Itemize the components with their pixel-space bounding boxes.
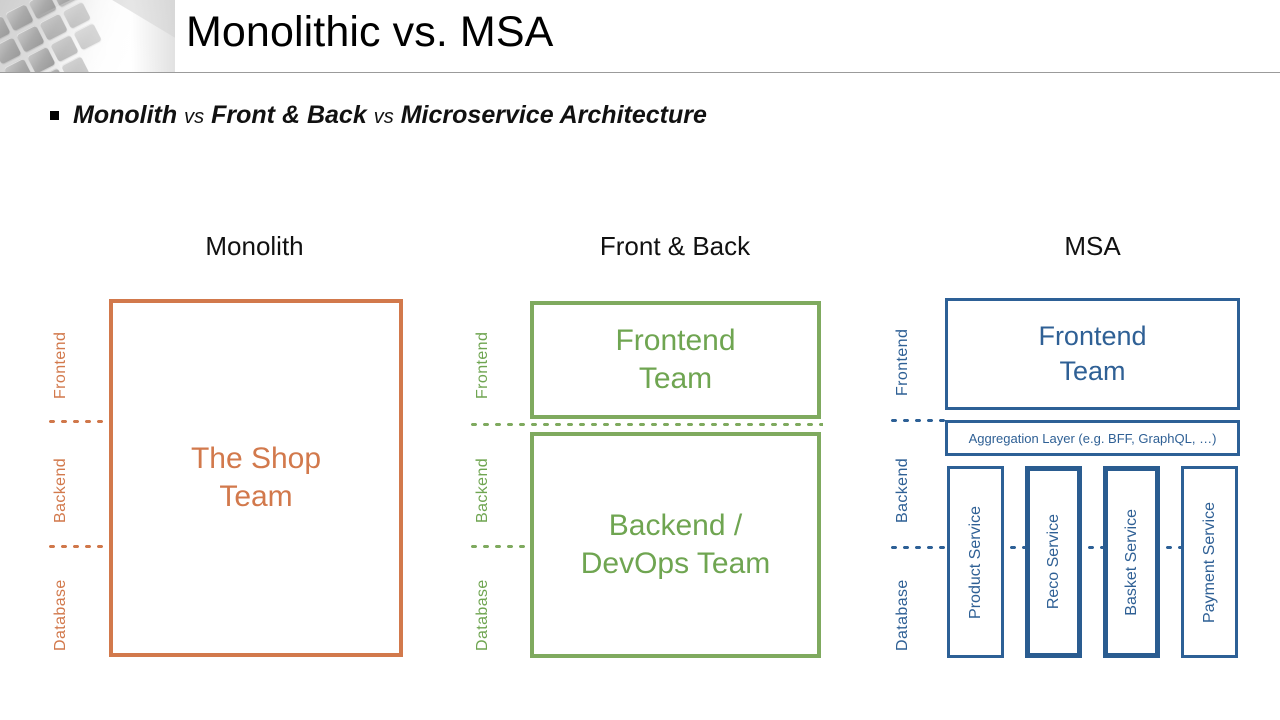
keyboard-decoration-image	[0, 0, 175, 72]
box-service-reco[interactable]: Reco Service	[1025, 466, 1082, 658]
divider-frontend-backend-monolith	[46, 420, 112, 423]
box-label-line2: DevOps Team	[580, 547, 771, 580]
column-title-monolith: Monolith	[205, 231, 304, 261]
divider-backend-database-monolith	[46, 545, 112, 548]
axis-label-backend-monolith: Backend	[52, 457, 69, 523]
divider-frontend-backend-msa	[888, 419, 946, 422]
divider-backend-database-msa-seg-3	[1163, 546, 1183, 549]
page-title: Monolithic vs. MSA	[186, 8, 554, 56]
box-label-line1: Frontend	[615, 323, 736, 357]
bullet-part-monolith: Monolith	[73, 101, 178, 129]
divider-backend-database-front-and-back	[468, 545, 534, 548]
box-backend-devops-team[interactable]: Backend / DevOps Team	[530, 432, 821, 658]
column-title-front-and-back: Front & Back	[599, 231, 751, 261]
column-title-msa: MSA	[1064, 231, 1121, 261]
service-label-basket: Basket Service	[1122, 508, 1140, 616]
box-label-line2: Team	[219, 480, 293, 513]
service-label-reco: Reco Service	[1044, 514, 1062, 610]
box-label-backend-devops-team: Backend / DevOps Team	[581, 507, 771, 584]
box-label-line1: Frontend	[1038, 321, 1147, 352]
axis-label-database-monolith: Database	[52, 579, 69, 651]
bullet-sep-2: vs	[373, 106, 394, 128]
axis-label-database-front-and-back: Database	[474, 579, 491, 651]
axis-label-backend-front-and-back: Backend	[474, 457, 491, 523]
bullet-part-front-back: Front & Back	[211, 101, 367, 129]
axis-label-backend-msa: Backend	[894, 457, 911, 523]
header-divider	[0, 72, 1280, 73]
axis-label-database-msa: Database	[894, 579, 911, 651]
bullet-part-microservice: Microservice Architecture	[400, 101, 707, 129]
divider-backend-database-msa-seg-0	[888, 546, 948, 549]
box-label-line1: Backend /	[608, 508, 743, 542]
service-label-payment: Payment Service	[1200, 501, 1218, 623]
divider-backend-database-msa-seg-2	[1085, 546, 1105, 549]
bullet-line: Monolith vs Front & Back vs Microservice Arc…	[50, 101, 707, 130]
slide-header: Monolithic vs. MSA	[0, 0, 1280, 73]
bullet-square-icon	[50, 111, 59, 120]
axis-label-frontend-monolith: Frontend	[52, 331, 69, 399]
aggregation-layer-label: Aggregation Layer (e.g. BFF, GraphQL, …)	[968, 430, 1217, 446]
box-label-line2: Team	[1059, 356, 1126, 386]
service-label-product: Product Service	[966, 505, 984, 619]
bullet-text: Monolith vs Front & Back vs Microservice Arc…	[73, 101, 707, 130]
bullet-sep-1: vs	[184, 106, 205, 128]
divider-frontend-backend-front-and-back	[468, 423, 823, 426]
box-service-product[interactable]: Product Service	[947, 466, 1004, 658]
box-label-line1: The Shop	[190, 441, 322, 475]
divider-backend-database-msa-seg-1	[1007, 546, 1027, 549]
box-label-line2: Team	[638, 362, 713, 395]
axis-label-frontend-msa: Frontend	[894, 328, 911, 396]
box-aggregation-layer[interactable]: Aggregation Layer (e.g. BFF, GraphQL, …)	[945, 420, 1240, 456]
box-service-payment[interactable]: Payment Service	[1181, 466, 1238, 658]
box-service-basket[interactable]: Basket Service	[1103, 466, 1160, 658]
axis-label-frontend-front-and-back: Frontend	[474, 331, 491, 399]
